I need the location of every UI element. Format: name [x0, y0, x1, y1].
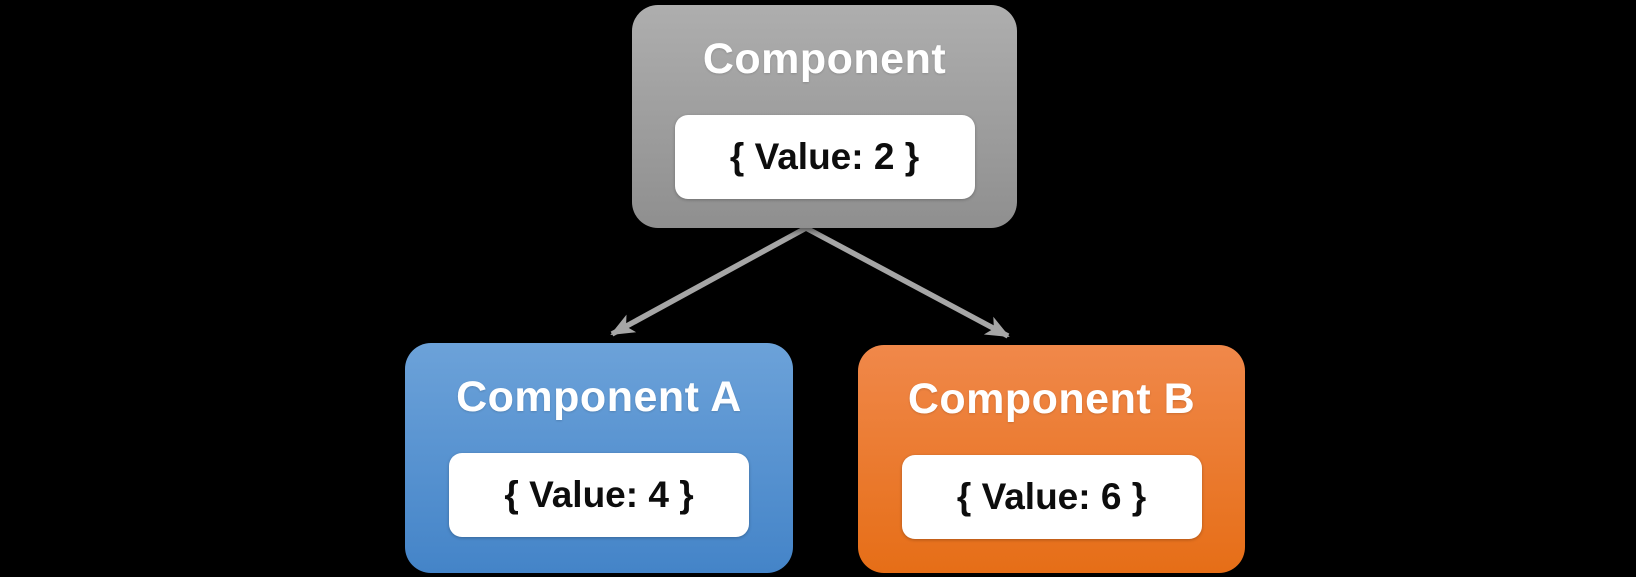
node-component-b: Component B { Value: 6 }: [858, 345, 1245, 573]
node-component-value: { Value: 2 }: [729, 136, 920, 177]
arrow-parent-to-child-b: [804, 225, 1010, 339]
node-component-a: Component A { Value: 4 }: [405, 343, 793, 573]
node-component-b-value-pill: { Value: 6 }: [901, 455, 1202, 539]
node-component-a-title: Component A: [456, 372, 742, 421]
node-component-value-pill: { Value: 2 }: [674, 115, 975, 199]
node-component-b-title: Component B: [907, 374, 1196, 423]
node-component-b-value: { Value: 6 }: [956, 476, 1147, 517]
node-component-title: Component: [702, 34, 947, 83]
node-component-a-value-pill: { Value: 4 }: [449, 453, 749, 537]
node-component: Component { Value: 2 }: [632, 5, 1017, 228]
arrow-parent-to-child-a: [610, 225, 808, 337]
node-component-a-value: { Value: 4 }: [504, 474, 694, 515]
